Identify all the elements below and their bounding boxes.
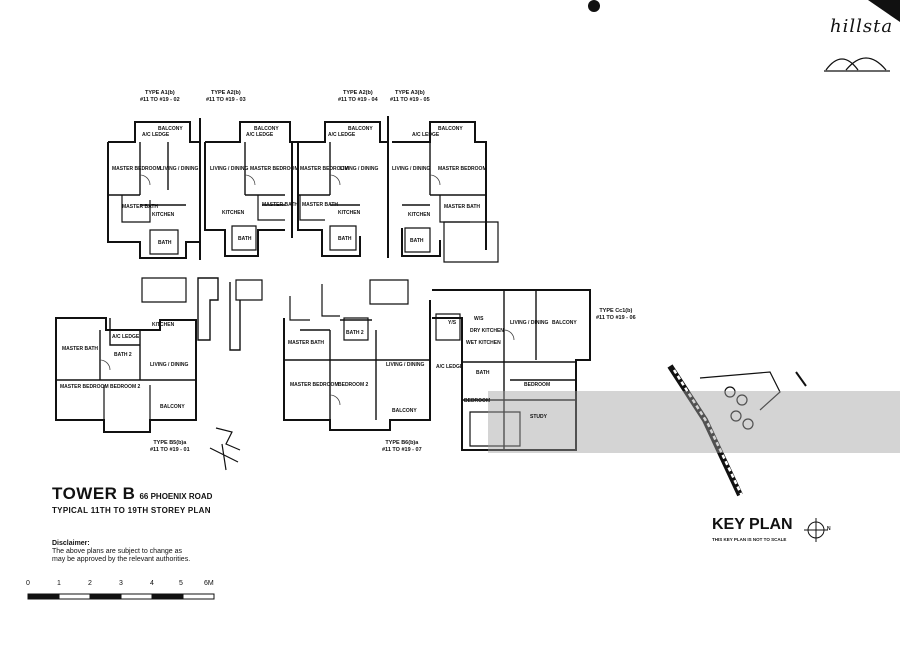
room-label-master-bedroom: MASTER BEDROOM	[438, 166, 487, 172]
room-label-balcony: BALCONY	[438, 126, 463, 132]
logo: hillsta	[824, 12, 896, 76]
room-label-bath: BATH	[238, 236, 252, 242]
room-label-living-dining: LIVING / DINING	[150, 362, 189, 368]
room-label-kitchen: KITCHEN	[408, 212, 431, 218]
unit-type-label: TYPE B6(b)a#11 TO #19 - 07	[382, 440, 422, 453]
room-label-master-bath: MASTER BATH	[444, 204, 481, 210]
room-label-kitchen: KITCHEN	[152, 322, 175, 328]
scale-tick: 6M	[204, 580, 214, 587]
disclaimer-line: may be approved by the relevant authorit…	[52, 556, 191, 563]
key-plan-title: KEY PLAN	[712, 516, 793, 533]
room-label-ac-ledge: A/C LEDGE	[246, 132, 274, 138]
unit-type-label: TYPE A3(b)#11 TO #19 - 05	[390, 90, 430, 103]
scale-tick: 5	[179, 580, 183, 587]
room-label-master-bedroom: MASTER BEDROOM	[290, 382, 339, 388]
room-label-bath: BATH	[338, 236, 352, 242]
scale-tick: 2	[88, 580, 92, 587]
room-label-bath: BATH	[410, 238, 424, 244]
room-label-ac-ledge: A/C LEDGE	[112, 334, 140, 340]
room-label-ys: Y/S	[448, 320, 457, 326]
logo-text: hillsta	[830, 16, 894, 37]
room-label-balcony: BALCONY	[160, 404, 185, 410]
room-label-bath: BATH	[476, 370, 490, 376]
disclaimer-line: The above plans are subject to change as	[52, 548, 182, 555]
tower-title: TOWER B	[52, 484, 136, 503]
room-label-balcony: BALCONY	[348, 126, 373, 132]
key-plan-site	[667, 364, 807, 497]
disclaimer-heading: Disclaimer:	[52, 540, 90, 547]
room-label-ac-ledge: A/C LEDGE	[142, 132, 170, 138]
unit-type-label: TYPE Cc1(b)#11 TO #19 - 06	[596, 308, 636, 321]
room-label-balcony: BALCONY	[392, 408, 417, 414]
room-label-master-bath: MASTER BATH	[122, 204, 159, 210]
scale-bar	[27, 593, 215, 600]
unit-type-label: TYPE A1(b)#11 TO #19 - 02	[140, 90, 180, 103]
unit-type-label: TYPE B5(b)a#11 TO #19 - 01	[150, 440, 190, 453]
room-label-living-dining: LIVING / DINING	[340, 166, 379, 172]
scale-tick: 4	[150, 580, 154, 587]
room-label-dry-kitchen: DRY KITCHEN	[470, 328, 504, 334]
room-label-kitchen: KITCHEN	[338, 210, 361, 216]
room-label-living-dining: LIVING / DINING	[386, 362, 425, 368]
room-label-kitchen: KITCHEN	[152, 212, 175, 218]
room-label-kitchen: KITCHEN	[222, 210, 245, 216]
room-label-ac-ledge: A/C LEDGE	[412, 132, 440, 138]
key-plan-note: THIS KEY PLAN IS NOT TO SCALE	[712, 537, 787, 542]
room-label-bath: BATH	[158, 240, 172, 246]
room-label-living-dining: LIVING / DINING	[510, 320, 549, 326]
unit-type-label: TYPE A2(b)#11 TO #19 - 03	[206, 90, 246, 103]
room-label-master-bedroom: MASTER BEDROOM	[250, 166, 299, 172]
unit-type-label: TYPE A2(b)#11 TO #19 - 04	[338, 90, 378, 103]
scale-tick: 1	[57, 580, 61, 587]
room-label-living-dining: LIVING / DINING	[160, 166, 199, 172]
plan-subtitle: TYPICAL 11TH TO 19TH STOREY PLAN	[52, 506, 211, 515]
room-label-master-bath: MASTER BATH	[62, 346, 99, 352]
disclaimer: Disclaimer: The above plans are subject …	[52, 540, 190, 564]
scale-tick: 0	[26, 580, 30, 587]
room-label-balcony: BALCONY	[158, 126, 183, 132]
room-label-wet-kitchen: WET KITCHEN	[466, 340, 501, 346]
room-label-master-bedroom: MASTER BEDROOM	[300, 166, 349, 172]
room-label-master-bedroom: MASTER BEDROOM	[112, 166, 161, 172]
room-label-master-bedroom: MASTER BEDROOM	[60, 384, 109, 390]
address: 66 PHOENIX ROAD	[139, 492, 213, 501]
room-label-ac-ledge: A/C LEDGE	[328, 132, 356, 138]
room-label-master-bath: MASTER BATH	[288, 340, 325, 346]
room-label-bedroom: BEDROOM	[524, 382, 551, 388]
room-label-study: STUDY	[530, 414, 547, 420]
room-label-bedroom2: BEDROOM 2	[110, 384, 141, 390]
room-label-bedroom2: BEDROOM 2	[338, 382, 369, 388]
north-icon: N	[827, 526, 831, 532]
room-label-living-dining: LIVING / DINING	[392, 166, 431, 172]
watermark-band	[488, 391, 900, 453]
room-label-balcony: BALCONY	[552, 320, 577, 326]
room-label-bath2: BATH 2	[114, 352, 132, 358]
room-label-master-bath: MASTER BATH	[302, 202, 339, 208]
room-label-ac-ledge: A/C LEDGE	[436, 364, 464, 370]
room-label-bedroom: BEDROOM	[464, 398, 491, 404]
room-label-ws: W/S	[474, 316, 484, 322]
room-label-balcony: BALCONY	[254, 126, 279, 132]
room-label-living-dining: LIVING / DINING	[210, 166, 249, 172]
logo-mark	[824, 57, 890, 72]
room-label-master-bath: MASTER BATH	[262, 202, 299, 208]
room-label-bath2: BATH 2	[346, 330, 364, 336]
scale-tick: 3	[119, 580, 123, 587]
